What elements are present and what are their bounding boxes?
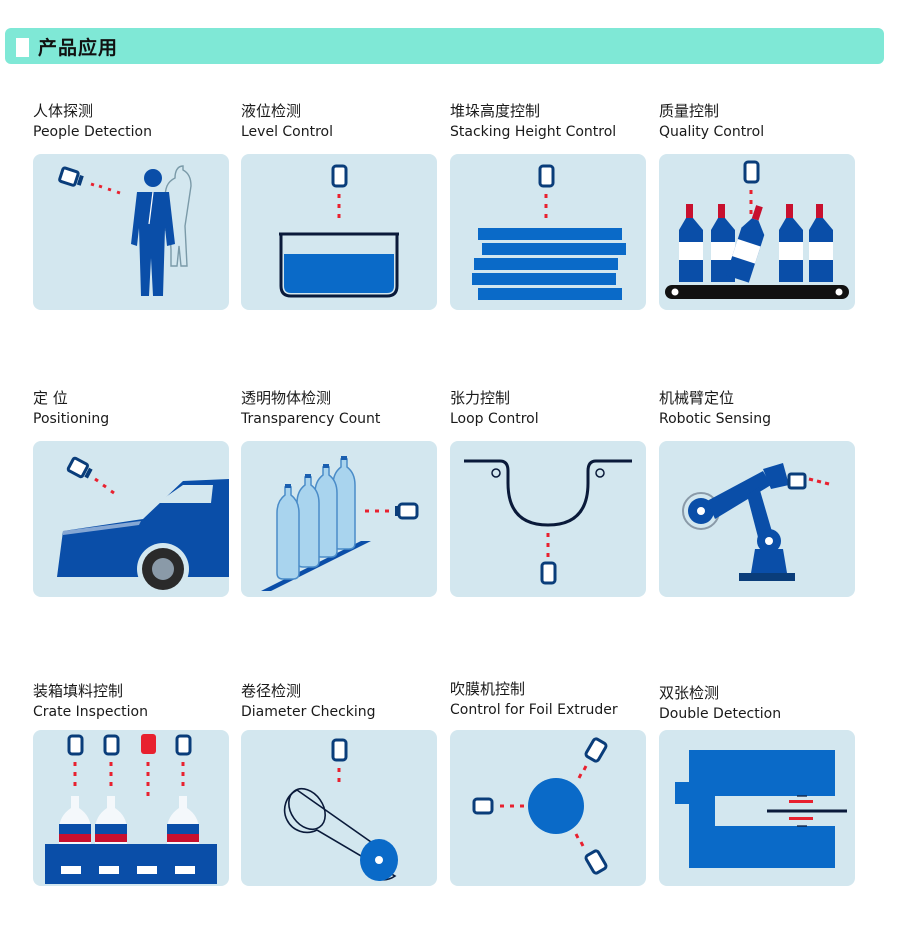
crate-inspection-icon <box>33 730 229 886</box>
app-title-zh: 定 位 <box>33 389 68 407</box>
app-title-zh: 装箱填料控制 <box>33 682 124 700</box>
robotic-sensing-icon <box>659 441 855 597</box>
double-detection-icon <box>659 730 855 886</box>
app-title-zh: 透明物体检测 <box>241 389 332 407</box>
section-header: 产品应用 <box>5 28 884 64</box>
transparency-count-icon <box>241 441 437 597</box>
app-title-zh: 机械臂定位 <box>659 389 735 407</box>
app-title-zh: 人体探测 <box>33 102 94 120</box>
diameter-checking-icon <box>241 730 437 886</box>
app-title-zh: 张力控制 <box>450 389 511 407</box>
stacking-height-icon <box>450 154 646 310</box>
app-title-en: Diameter Checking <box>241 704 376 720</box>
app-title-en: Loop Control <box>450 411 539 427</box>
app-title-en: Robotic Sensing <box>659 411 771 427</box>
app-title-zh: 质量控制 <box>659 102 720 120</box>
app-title-zh: 卷径检测 <box>241 682 302 700</box>
app-title-en: Double Detection <box>659 706 782 722</box>
app-title-zh: 双张检测 <box>659 684 720 702</box>
people-detection-icon <box>33 154 229 310</box>
section-title: 产品应用 <box>38 37 119 59</box>
positioning-icon <box>33 441 229 597</box>
app-title-en: Stacking Height Control <box>450 124 617 140</box>
app-title-en: Positioning <box>33 411 110 427</box>
level-control-icon <box>241 154 437 310</box>
quality-control-icon <box>659 154 855 310</box>
app-title-zh: 堆垛高度控制 <box>450 102 541 120</box>
header-marker <box>16 38 29 57</box>
app-title-en: People Detection <box>33 124 152 140</box>
app-title-zh: 吹膜机控制 <box>450 680 526 698</box>
app-title-en: Transparency Count <box>241 411 381 427</box>
app-title-zh: 液位检测 <box>241 102 302 120</box>
app-title-en: Control for Foil Extruder <box>450 702 618 718</box>
foil-extruder-icon <box>450 730 646 886</box>
loop-control-icon <box>450 441 646 597</box>
app-title-en: Crate Inspection <box>33 704 148 720</box>
app-title-en: Quality Control <box>659 124 765 140</box>
app-title-en: Level Control <box>241 124 334 140</box>
